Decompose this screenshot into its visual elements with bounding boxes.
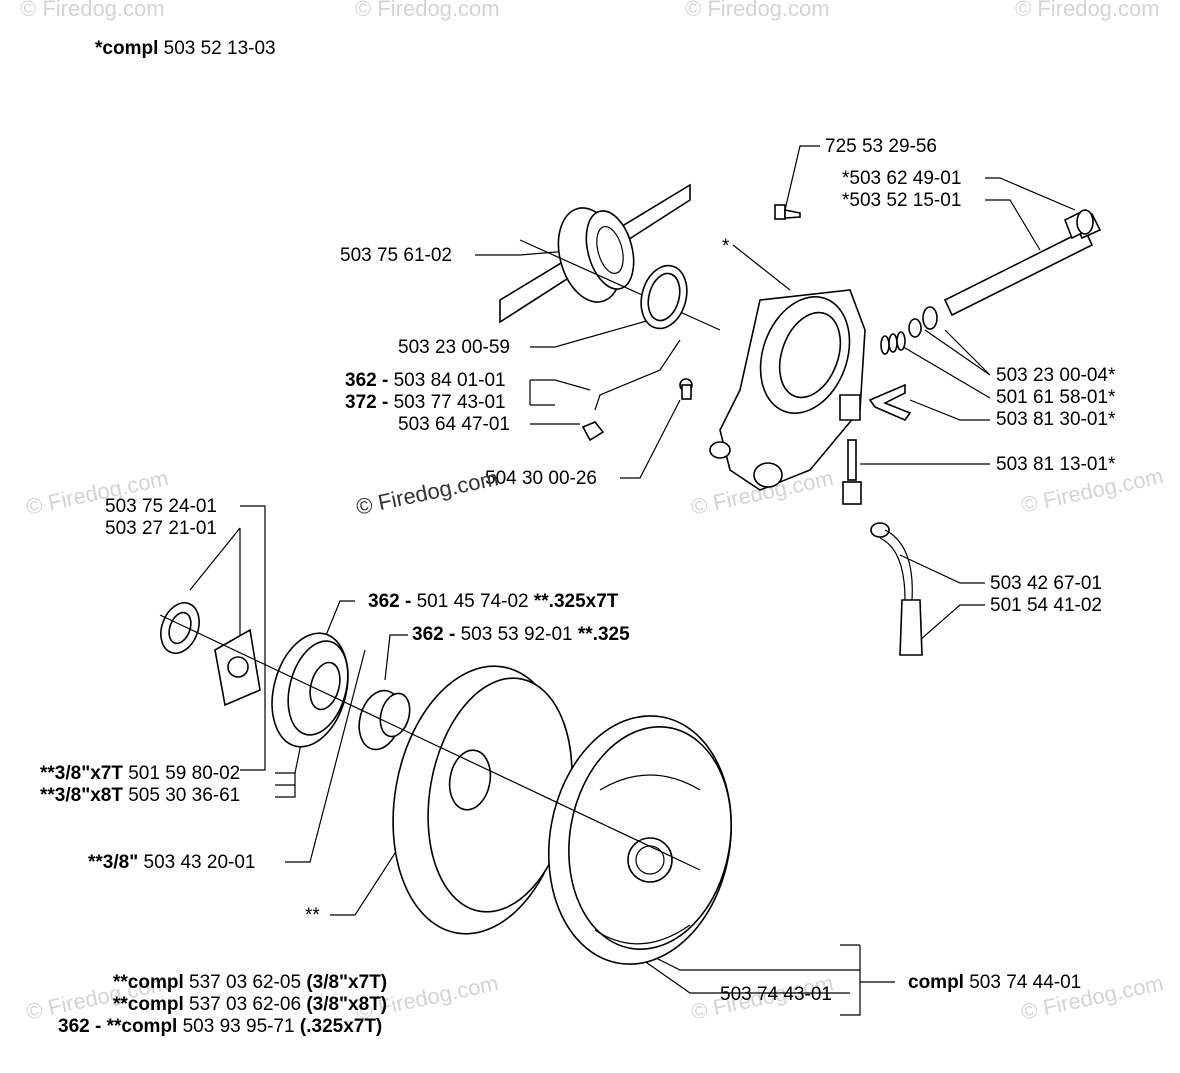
part-number: 537 03 62-05 — [189, 972, 302, 993]
part-label: 503 64 47-01 — [398, 414, 510, 435]
watermark: © Firedog.com — [1015, 0, 1160, 21]
part-label: 503 23 00-04* — [996, 365, 1116, 386]
compl-prefix: **compl — [113, 972, 184, 993]
variant: **3/8"x7T — [40, 763, 123, 784]
model-prefix: 362 - — [412, 624, 456, 645]
compl-label: 362 - **compl 503 93 95-71 (.325x7T) — [58, 1016, 382, 1038]
part-label: ** — [305, 905, 320, 926]
compl-label: **compl 537 03 62-05 (3/8"x7T) — [113, 972, 387, 994]
part-label: **3/8"x8T 505 30 36-61 — [40, 785, 240, 807]
rim-sprocket-holder — [499, 183, 721, 331]
screw — [774, 204, 801, 220]
part-label: **3/8" 503 43 20-01 — [88, 852, 256, 874]
part-label: 501 61 58-01* — [996, 387, 1116, 408]
part-label: 503 42 67-01 — [990, 573, 1102, 594]
part-label: *503 62 49-01 — [842, 168, 962, 189]
header-compl-code: 503 52 13-03 — [163, 38, 276, 59]
variant: **3/8"x8T — [40, 785, 123, 806]
part-number: 503 93 95-71 — [182, 1016, 295, 1037]
compl-prefix: 362 - **compl — [58, 1016, 178, 1037]
circlip — [160, 602, 200, 654]
variant: **.325 — [577, 624, 630, 645]
part-number: 537 03 62-06 — [189, 994, 302, 1015]
part-label: 503 75 61-02 — [340, 245, 452, 266]
part-label: 503 81 13-01* — [996, 454, 1116, 475]
part-number: 503 84 01-01 — [393, 370, 506, 391]
watermark: © Firedog.com — [355, 0, 500, 21]
bracket — [868, 383, 912, 421]
part-label: * — [722, 236, 730, 257]
oil-pipe — [581, 339, 693, 442]
model-prefix: 372 - — [345, 392, 389, 413]
part-number: 503 77 43-01 — [393, 392, 506, 413]
part-label: 362 - 501 45 74-02 **.325x7T — [368, 591, 618, 613]
header-compl-bold: *compl — [95, 38, 159, 59]
part-label: 503 75 24-01 — [105, 496, 217, 517]
part-label: **3/8"x7T 501 59 80-02 — [40, 763, 240, 785]
watermark: © Firedog.com — [685, 0, 830, 21]
sleeve — [1063, 208, 1094, 240]
spring-and-washers — [880, 306, 938, 355]
part-label: 362 - 503 84 01-01 — [345, 370, 506, 392]
part-number: 503 74 44-01 — [969, 972, 1082, 993]
header-compl: *compl 503 52 13-03 — [95, 38, 276, 60]
model-prefix: 362 - — [368, 591, 412, 612]
compl-prefix: compl — [908, 972, 964, 993]
o-ring — [640, 264, 688, 330]
variant: **3/8" — [88, 852, 139, 873]
part-label: *503 52 15-01 — [842, 190, 962, 211]
variant: (3/8"x8T) — [306, 994, 388, 1015]
part-label: 725 53 29-56 — [825, 136, 937, 157]
adjusting-screw — [842, 439, 862, 505]
compl-prefix: **compl — [113, 994, 184, 1015]
part-label: 372 - 503 77 43-01 — [345, 392, 506, 414]
watermark: © Firedog.com — [20, 0, 165, 21]
model-prefix: 362 - — [345, 370, 389, 391]
part-number: 501 59 80-02 — [128, 763, 241, 784]
part-label: 504 30 00-26 — [485, 468, 597, 489]
part-number: 503 53 92-01 — [460, 624, 573, 645]
needle-bearing — [358, 689, 411, 751]
part-number: 501 45 74-02 — [416, 591, 529, 612]
washer — [214, 628, 261, 707]
clutch-assembly — [547, 715, 733, 965]
part-label: 503 74 43-01 — [720, 984, 832, 1005]
part-number: 503 43 20-01 — [143, 852, 256, 873]
variant: (.325x7T) — [299, 1016, 383, 1037]
part-label: 501 54 41-02 — [990, 595, 1102, 616]
compl-label: **compl 537 03 62-06 (3/8"x8T) — [113, 994, 387, 1016]
rim-sprocket — [271, 632, 349, 748]
oil-hose — [870, 522, 923, 656]
compl-label: compl 503 74 44-01 — [908, 972, 1081, 994]
clutch-drum — [392, 665, 573, 935]
variant: **.325x7T — [533, 591, 619, 612]
part-label: 503 27 21-01 — [105, 518, 217, 539]
part-label: 503 81 30-01* — [996, 409, 1116, 430]
part-label: 362 - 503 53 92-01 **.325 — [412, 624, 630, 646]
oil-pump-body — [709, 289, 866, 491]
leader-lines — [189, 145, 1076, 1016]
part-number: 505 30 36-61 — [128, 785, 241, 806]
part-label: 503 23 00-59 — [398, 337, 510, 358]
variant: (3/8"x7T) — [306, 972, 388, 993]
